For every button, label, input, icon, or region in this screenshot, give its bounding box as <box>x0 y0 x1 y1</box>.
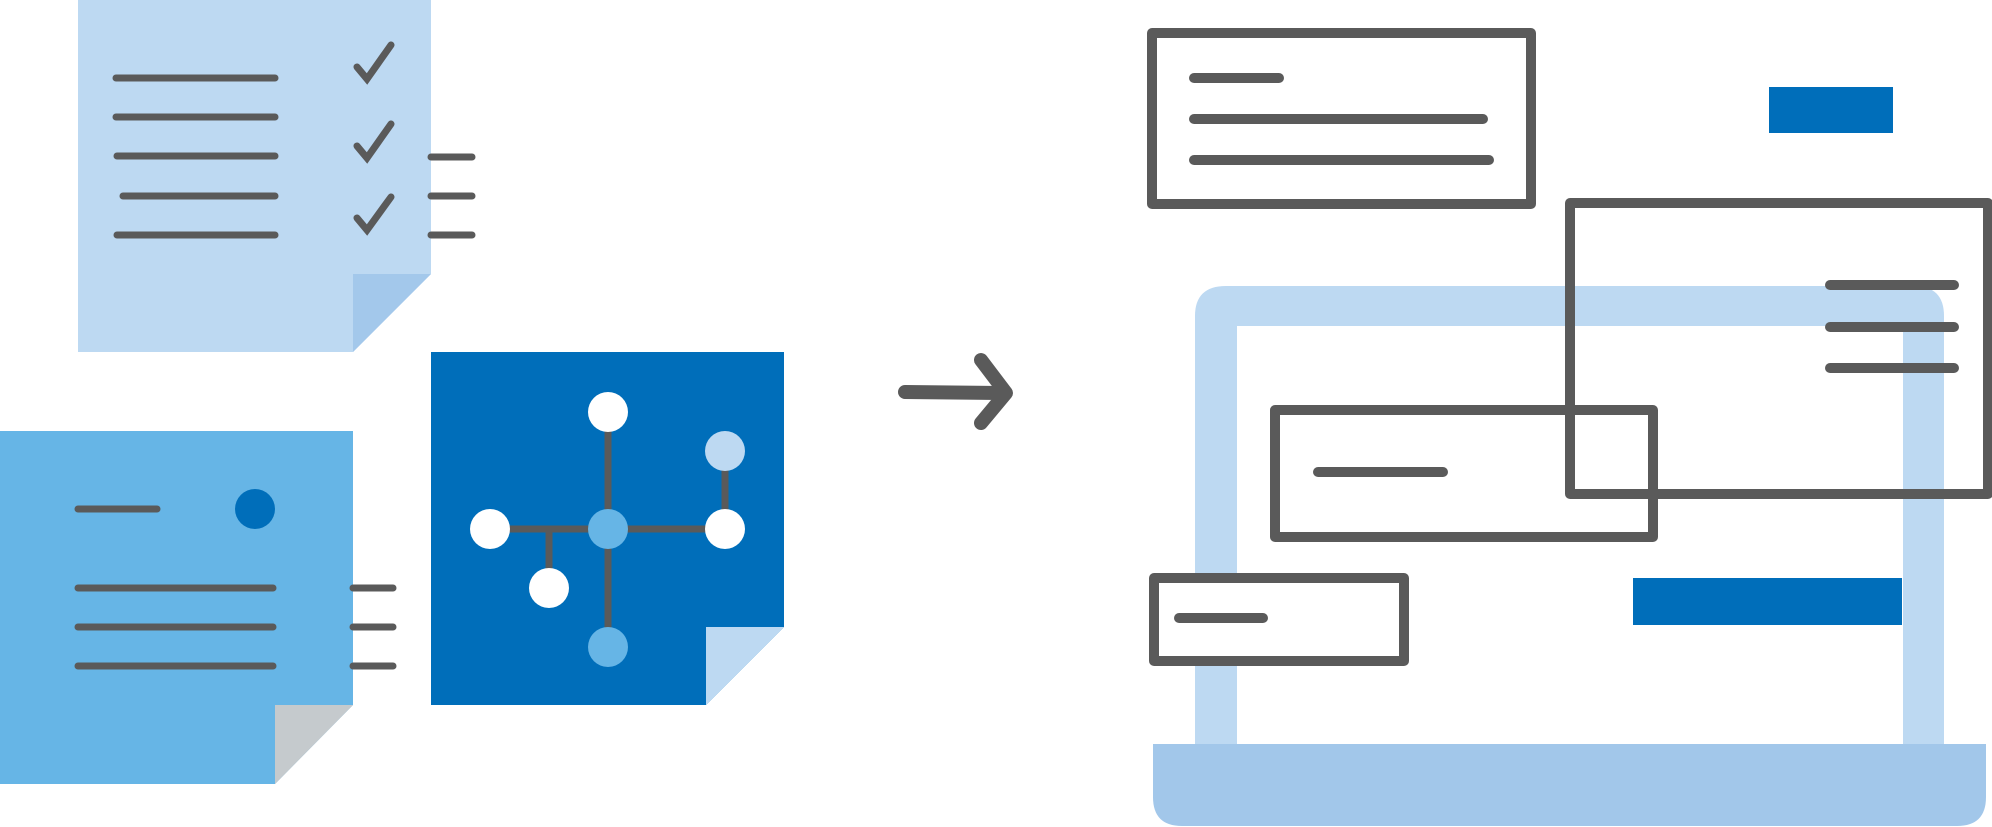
arrow-right-icon <box>898 353 1013 430</box>
form-document-icon <box>0 431 397 784</box>
checklist-page-fold <box>353 274 431 352</box>
blue-button-shape <box>1769 87 1893 133</box>
check-icon <box>353 41 395 85</box>
network-node <box>470 509 510 549</box>
network-node-center <box>588 509 628 549</box>
network-node <box>529 568 569 608</box>
laptop-base <box>1153 744 1986 826</box>
checklist-document-icon <box>78 0 476 352</box>
network-node <box>705 509 745 549</box>
window-panel-icon <box>1270 405 1658 542</box>
blue-bar-shape <box>1633 578 1902 625</box>
checklist-page <box>78 0 431 352</box>
network-page-fold <box>706 627 784 705</box>
form-dot-icon <box>235 489 275 529</box>
form-page-fold <box>275 705 353 784</box>
network-diagram-document-icon <box>431 352 784 705</box>
network-node <box>705 431 745 471</box>
network-node <box>588 392 628 432</box>
window-panel-icon <box>1565 198 1992 499</box>
check-icon <box>353 120 395 164</box>
window-panel-icon <box>1149 573 1409 666</box>
window-panel-icon <box>1147 28 1536 209</box>
check-icon <box>353 193 395 236</box>
network-node <box>588 627 628 667</box>
